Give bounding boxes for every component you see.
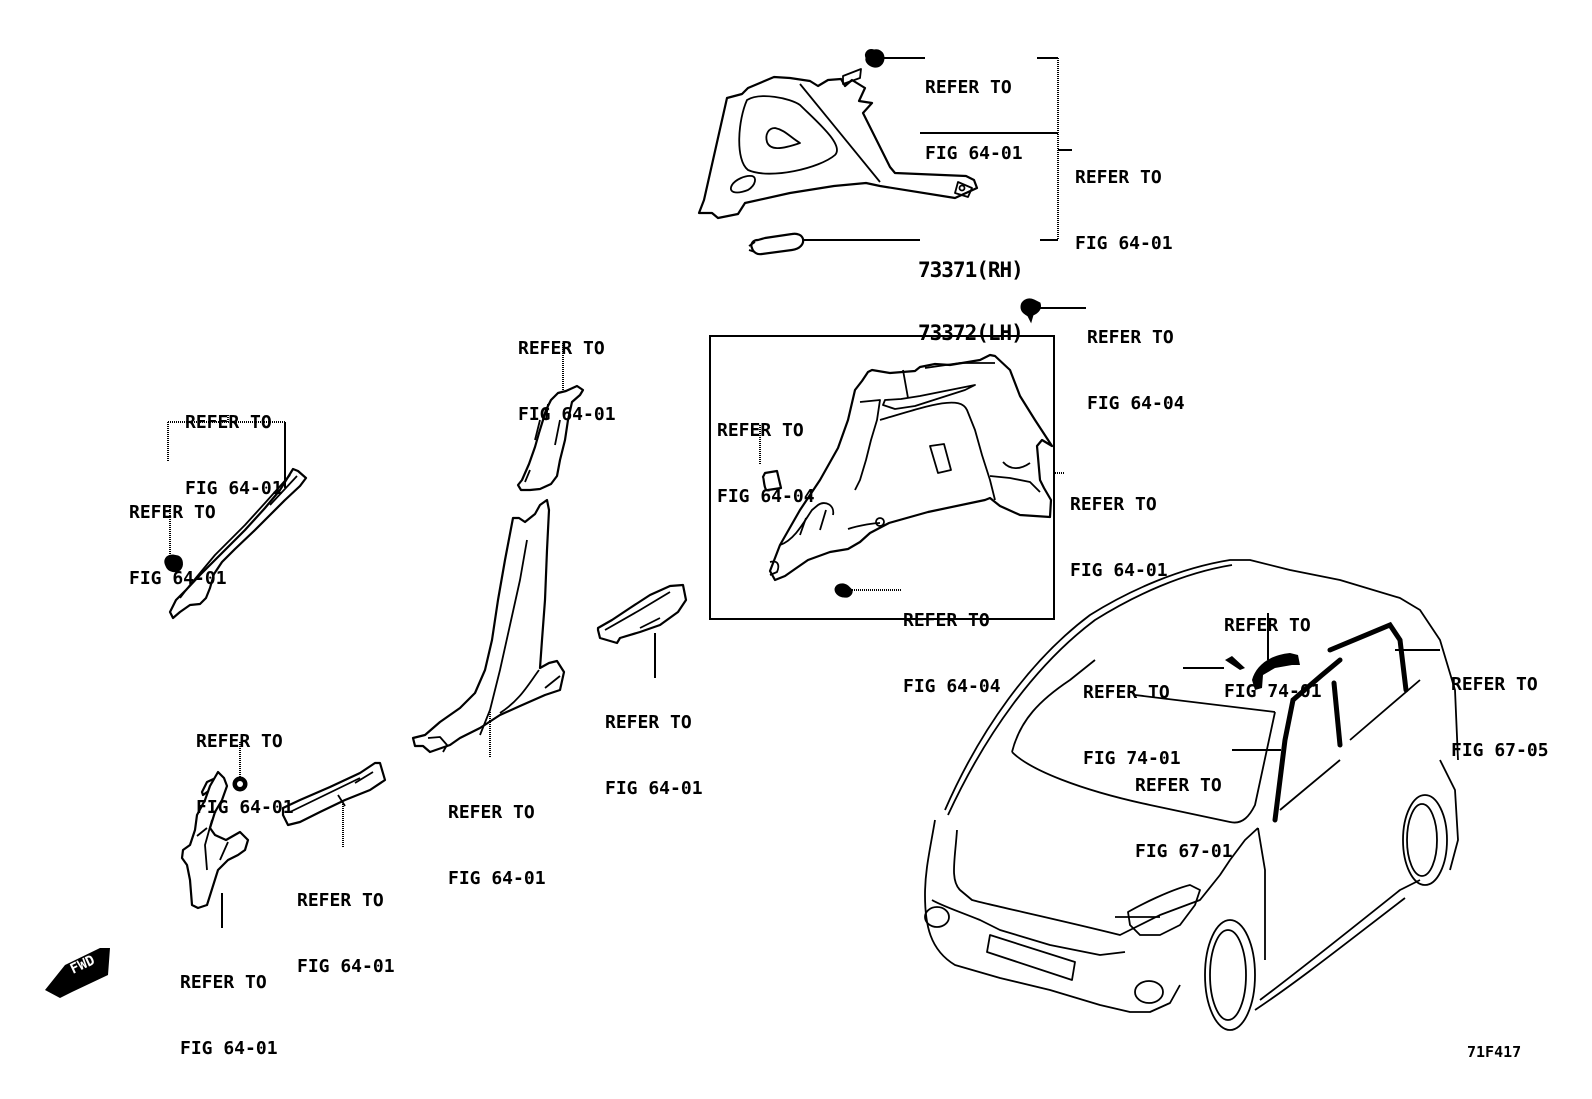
vehicle-illustration bbox=[924, 559, 1459, 1031]
callout-line: REFER TO bbox=[925, 77, 1012, 98]
callout-fig-ref[interactable]: FIG 64-01 bbox=[448, 868, 546, 889]
callout-fig-ref[interactable]: FIG 64-04 bbox=[903, 676, 1001, 697]
callout-label: REFER TO FIG 64-04 bbox=[1087, 283, 1185, 437]
callout-line: REFER TO bbox=[605, 712, 692, 733]
front-scuff-part bbox=[281, 761, 387, 827]
callout-label: REFER TO FIG 74-01 bbox=[1083, 638, 1181, 792]
callout-line: REFER TO bbox=[129, 502, 216, 523]
rear-scuff-part bbox=[596, 583, 688, 645]
cowl-side-trim-part bbox=[180, 770, 250, 910]
callout-fig-ref[interactable]: FIG 64-01 bbox=[180, 1038, 278, 1059]
cowl-clip-part bbox=[232, 776, 248, 792]
callout-line: REFER TO bbox=[1075, 167, 1162, 188]
callout-fig-ref[interactable]: FIG 64-01 bbox=[605, 778, 703, 799]
callout-line: REFER TO bbox=[448, 802, 535, 823]
callout-fig-ref[interactable]: FIG 64-01 bbox=[1070, 560, 1168, 581]
callout-line: REFER TO bbox=[185, 412, 272, 433]
callout-label: REFER TO FIG 67-05 bbox=[1451, 630, 1549, 784]
callout-fig-ref[interactable]: FIG 74-01 bbox=[1224, 681, 1322, 702]
callout-fig-ref[interactable]: FIG 64-01 bbox=[297, 956, 395, 977]
callout-label: REFER TO FIG 64-01 bbox=[1070, 450, 1168, 604]
callout-label: REFER TO FIG 64-04 bbox=[717, 376, 815, 530]
part-number-lh[interactable]: 73372(LH) bbox=[918, 321, 1024, 345]
callout-label: REFER TO FIG 64-01 bbox=[605, 668, 703, 822]
callout-label: REFER TO FIG 64-01 bbox=[1075, 123, 1173, 277]
callout-line: REFER TO bbox=[1070, 494, 1157, 515]
callout-fig-ref[interactable]: FIG 64-04 bbox=[1087, 393, 1185, 414]
quarter-trim-lower-part bbox=[768, 353, 1054, 582]
callout-fig-ref[interactable]: FIG 64-01 bbox=[1075, 233, 1173, 254]
callout-label: REFER TO FIG 64-01 bbox=[185, 368, 283, 522]
callout-fig-ref[interactable]: FIG 64-01 bbox=[185, 478, 283, 499]
callout-label: REFER TO FIG 64-01 bbox=[448, 758, 546, 912]
callout-label: REFER TO FIG 67-01 bbox=[1135, 731, 1233, 885]
clip-part-box-bottom bbox=[834, 583, 853, 598]
callout-label: REFER TO FIG 64-01 bbox=[297, 846, 395, 1000]
callout-line: REFER TO bbox=[1224, 615, 1311, 636]
callout-line: REFER TO bbox=[180, 972, 267, 993]
callout-line: REFER TO bbox=[1451, 674, 1538, 695]
callout-fig-ref[interactable]: FIG 64-01 bbox=[925, 143, 1023, 164]
callout-label: REFER TO FIG 64-01 bbox=[196, 687, 294, 841]
b-pillar-lower-part bbox=[411, 498, 566, 754]
part-number-rh[interactable]: 73371(RH) bbox=[918, 258, 1024, 282]
callout-label: REFER TO FIG 74-01 bbox=[1224, 571, 1322, 725]
callout-fig-ref[interactable]: FIG 64-01 bbox=[129, 568, 227, 589]
assist-grip-part bbox=[1252, 653, 1300, 690]
callout-line: REFER TO bbox=[518, 338, 605, 359]
callout-line: REFER TO bbox=[903, 610, 990, 631]
callout-line: REFER TO bbox=[1135, 775, 1222, 796]
fwd-arrow-icon bbox=[45, 948, 110, 998]
callout-fig-ref[interactable]: FIG 67-05 bbox=[1451, 740, 1549, 761]
callout-fig-ref[interactable]: FIG 74-01 bbox=[1083, 748, 1181, 769]
callout-box bbox=[709, 335, 1055, 620]
b-pillar-upper-part bbox=[516, 384, 585, 492]
cover-part bbox=[761, 469, 783, 492]
callout-fig-ref[interactable]: FIG 64-01 bbox=[196, 797, 294, 818]
figure-id: 71F417 bbox=[1467, 1043, 1522, 1061]
clip-part-top bbox=[865, 49, 885, 68]
callout-label: REFER TO FIG 64-01 bbox=[518, 294, 616, 448]
callout-line: REFER TO bbox=[196, 731, 283, 752]
lamp-part bbox=[748, 232, 805, 256]
a-pillar-clip-part bbox=[164, 554, 183, 573]
quarter-trim-upper-part bbox=[697, 68, 979, 220]
callout-label: REFER TO FIG 64-01 bbox=[180, 928, 278, 1082]
a-pillar-part bbox=[168, 467, 308, 620]
callout-line: REFER TO bbox=[717, 420, 804, 441]
clip-part-box-top bbox=[1020, 298, 1041, 324]
screw-part bbox=[1225, 656, 1245, 670]
callout-line: REFER TO bbox=[297, 890, 384, 911]
callout-fig-ref[interactable]: FIG 67-01 bbox=[1135, 841, 1233, 862]
callout-fig-ref[interactable]: FIG 64-04 bbox=[717, 486, 815, 507]
callout-label: REFER TO FIG 64-01 bbox=[129, 458, 227, 612]
callout-fig-ref[interactable]: FIG 64-01 bbox=[518, 404, 616, 425]
callout-label: REFER TO FIG 64-04 bbox=[903, 566, 1001, 720]
part-number-label: 73371(RH) 73372(LH) bbox=[918, 218, 1024, 365]
callout-label: REFER TO FIG 64-01 bbox=[925, 33, 1023, 187]
callout-line: REFER TO bbox=[1087, 327, 1174, 348]
callout-line: REFER TO bbox=[1083, 682, 1170, 703]
